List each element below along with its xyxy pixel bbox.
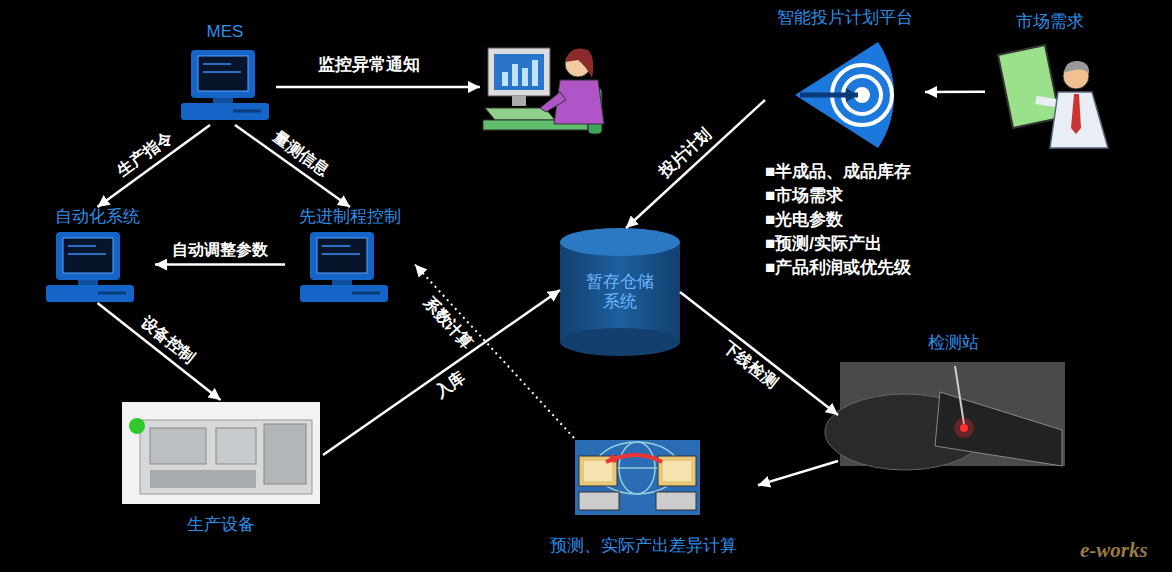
node-label: 生产设备 bbox=[187, 515, 255, 535]
operator-icon bbox=[483, 48, 604, 134]
automation-computer-icon bbox=[46, 232, 134, 302]
production-equipment-photo-part bbox=[140, 420, 312, 494]
node-label: 智能投片计划平台 bbox=[777, 8, 913, 28]
market-presenter-icon-part bbox=[1050, 92, 1108, 148]
operator-icon-part bbox=[540, 92, 566, 112]
variance-calculation-icon-part bbox=[658, 456, 696, 486]
flow-arrow bbox=[323, 290, 560, 455]
variance-calculation-icon-part bbox=[575, 440, 700, 515]
market-presenter-icon-part bbox=[1071, 94, 1081, 134]
market-demand: 市场需求 bbox=[985, 12, 1115, 152]
flow-arrow bbox=[98, 125, 211, 207]
planning-target-icon-part bbox=[846, 88, 858, 102]
inspection-station-photo-part bbox=[960, 424, 968, 432]
bullet-item: ■市场需求 bbox=[765, 186, 843, 206]
flow-arrow bbox=[626, 100, 765, 228]
variance-calculation-icon-part bbox=[656, 492, 696, 510]
planning-platform: 智能投片计划平台 bbox=[765, 8, 925, 148]
variance-calculation-icon bbox=[575, 440, 700, 515]
node-label: 预测、实际产出差异计算 bbox=[550, 536, 737, 556]
flow-arrow bbox=[680, 292, 838, 415]
mes-computer-icon-part bbox=[181, 50, 269, 120]
planning-target-icon-part bbox=[843, 76, 881, 114]
planning-target-icon bbox=[795, 42, 894, 148]
planning-target-icon-part bbox=[795, 42, 894, 148]
node-label: 市场需求 bbox=[1016, 12, 1084, 32]
bullet-item: ■半成品、成品库存 bbox=[765, 162, 911, 182]
storage-cylinder-part bbox=[560, 228, 680, 256]
flow-arrow bbox=[235, 125, 350, 207]
edge-label: 投片计划 bbox=[654, 123, 718, 184]
edge-label: 生产指令 bbox=[112, 126, 179, 182]
edge-label: 系数计算 bbox=[418, 291, 479, 355]
automation-system: 自动化系统 bbox=[40, 207, 155, 303]
operator-icon-part bbox=[532, 60, 538, 86]
production-equipment-photo-part bbox=[216, 428, 256, 464]
bullet-item: ■预测/实际产出 bbox=[765, 234, 882, 254]
variance-calculation: 预测、实际产出差异计算 bbox=[528, 438, 758, 556]
production-equipment-photo-part bbox=[264, 424, 306, 484]
inspection-station-photo-part bbox=[955, 366, 964, 424]
flow-arrow bbox=[758, 461, 838, 485]
edge-label: 自动调整参数 bbox=[170, 240, 270, 260]
operator-icon-part bbox=[522, 68, 528, 86]
node-label: 检测站 bbox=[928, 333, 979, 353]
node-label: 自动化系统 bbox=[55, 207, 140, 227]
storage-cylinder-part bbox=[560, 242, 680, 342]
apc-computer-icon bbox=[300, 232, 388, 302]
production-equipment-photo-part bbox=[129, 418, 145, 434]
automation-computer-icon-part bbox=[46, 232, 134, 302]
process-control: 先进制程控制 bbox=[285, 207, 415, 303]
edge-label: 入库 bbox=[430, 366, 471, 403]
edge-label: 下线检测 bbox=[717, 337, 783, 395]
variance-calculation-icon-part bbox=[663, 461, 691, 481]
node-label: 先进制程控制 bbox=[299, 207, 401, 227]
production-equipment-photo-part bbox=[122, 402, 320, 504]
bullet-item: ■光电参数 bbox=[765, 210, 843, 230]
operator-icon-part bbox=[512, 64, 518, 86]
notification-label: 监控异常通知 bbox=[318, 55, 420, 75]
monitor-arrow-part bbox=[276, 86, 480, 89]
market-presenter-icon-part bbox=[1064, 61, 1089, 74]
storage-cylinder bbox=[560, 228, 680, 356]
operator-icon-part bbox=[488, 48, 550, 96]
storage-cylinder-part bbox=[560, 328, 680, 356]
node-label: MES bbox=[207, 22, 244, 42]
inspection-station: 检测站 bbox=[838, 333, 1068, 468]
production-equipment-photo bbox=[122, 402, 320, 504]
operator-icon-part bbox=[565, 49, 593, 79]
apc-computer-icon-part bbox=[300, 232, 388, 302]
monitor-arrow bbox=[276, 87, 480, 88]
bullet-item: ■产品利润或优先级 bbox=[765, 258, 911, 278]
storage-system: 暂存仓储 系统 bbox=[560, 228, 680, 356]
production-equipment-photo-part bbox=[150, 470, 256, 488]
market-presenter-icon-part bbox=[998, 45, 1060, 128]
variance-calculation-icon-part bbox=[584, 461, 612, 481]
operator-icon-part bbox=[494, 54, 544, 90]
edge-label: 量测信息 bbox=[268, 126, 335, 182]
flow-arrow bbox=[98, 303, 221, 400]
inspection-station-photo bbox=[825, 362, 1065, 470]
production-equipment-photo-part bbox=[150, 428, 206, 464]
production-equipment: 生产设备 bbox=[118, 400, 323, 535]
inspection-station-photo-part bbox=[935, 392, 1062, 466]
variance-calculation-icon-part bbox=[579, 492, 619, 510]
node-label: 暂存仓储 系统 bbox=[583, 272, 656, 312]
mes-computer-icon bbox=[181, 50, 269, 120]
operator-icon-part bbox=[502, 72, 508, 86]
edge-label: 设备控制 bbox=[135, 311, 201, 369]
flow-arrow bbox=[155, 263, 285, 266]
mes-system: MES bbox=[175, 22, 275, 125]
flow-arrow bbox=[415, 265, 574, 438]
operator-icon-part bbox=[512, 96, 526, 106]
market-presenter-icon bbox=[998, 45, 1108, 148]
watermark: e-works bbox=[1080, 540, 1148, 560]
inspection-station-photo-part bbox=[954, 418, 974, 438]
variance-calculation-icon-part bbox=[606, 455, 662, 462]
flow-arrow bbox=[925, 91, 985, 94]
